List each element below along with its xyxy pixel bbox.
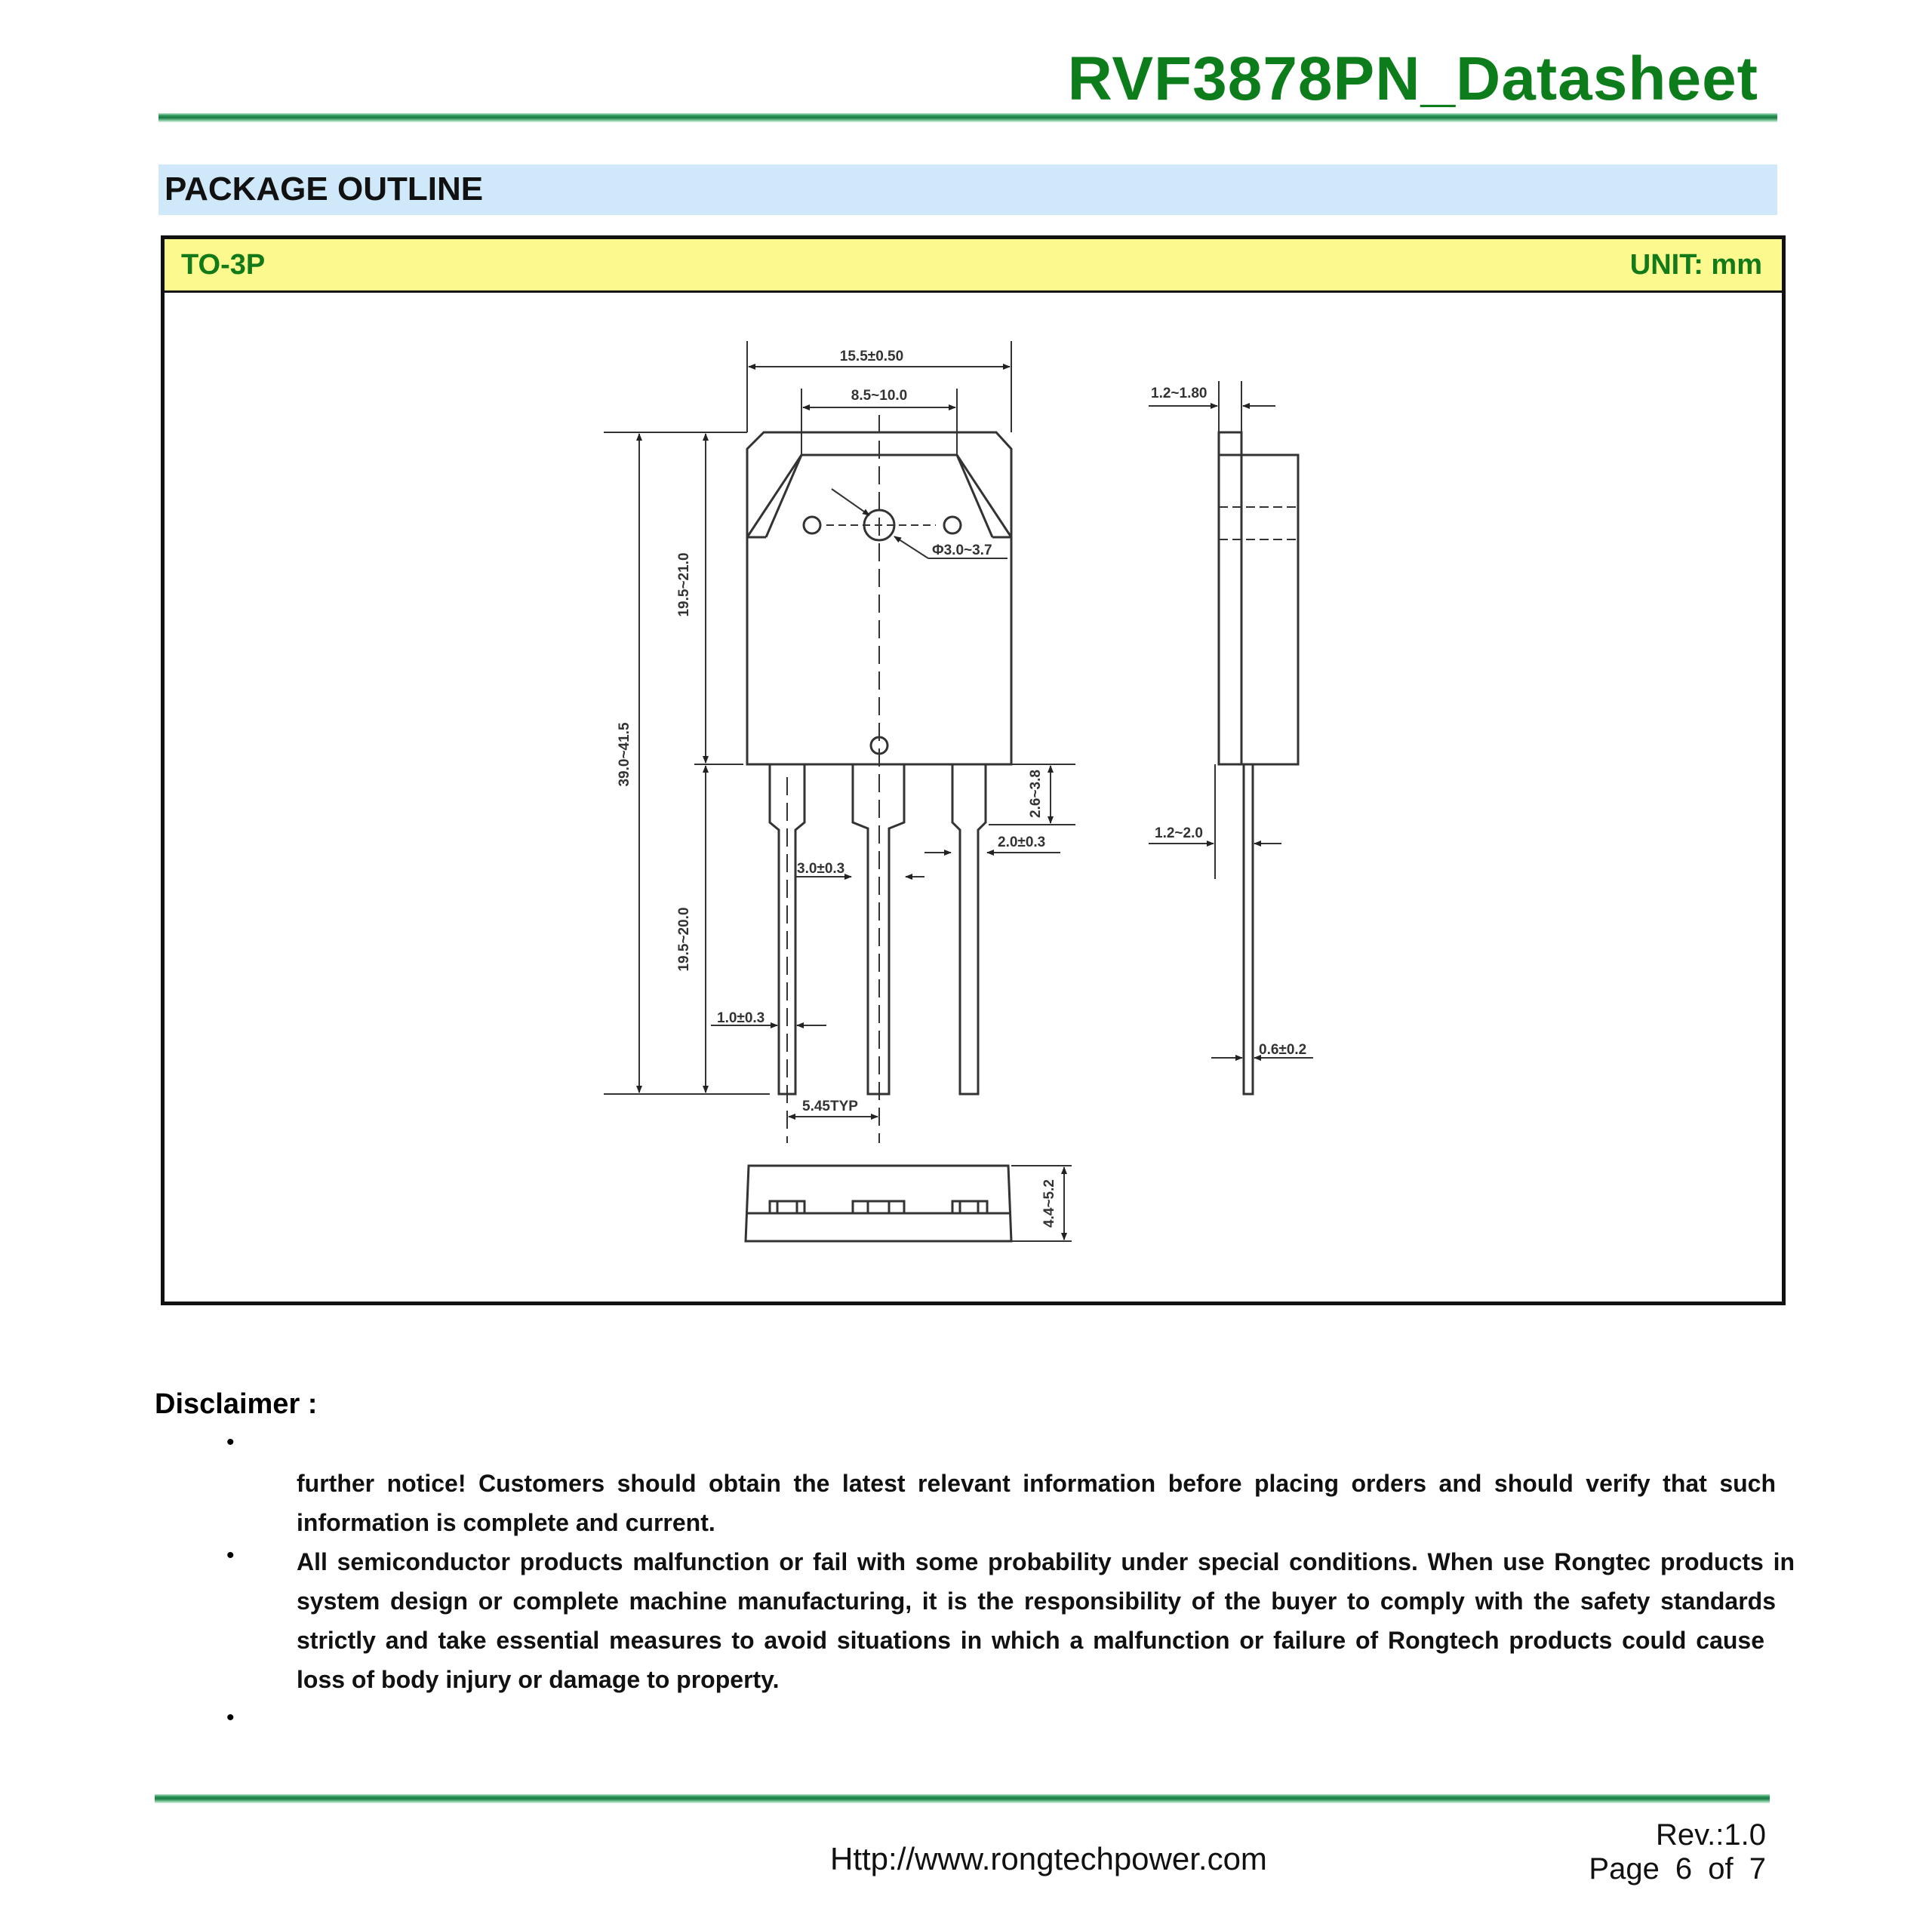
disclaimer-line: information is complete and current. xyxy=(297,1509,715,1536)
disclaimer-item-2: All semiconductor products malfunction o… xyxy=(297,1542,1795,1699)
dim-tab-width: 8.5~10.0 xyxy=(851,388,908,404)
lead-right xyxy=(951,764,987,1096)
disclaimer-bullet: • xyxy=(226,1705,235,1730)
dim-lead-wide-width: 3.0±0.3 xyxy=(797,861,844,877)
package-name: TO-3P xyxy=(181,249,266,281)
disclaimer-bullet: • xyxy=(226,1430,235,1455)
document-title: RVF3878PN_Datasheet xyxy=(1067,45,1758,113)
bottom-view xyxy=(744,1164,1013,1243)
disclaimer-line: system design or complete machine manufa… xyxy=(297,1587,1776,1615)
disclaimer-line: further notice! Customers should obtain … xyxy=(297,1470,1776,1497)
package-outline-box xyxy=(161,235,1786,1305)
dim-body-height: 19.5~21.0 xyxy=(676,552,692,616)
disclaimer-bullet: • xyxy=(226,1543,235,1568)
dim-lead-width: 1.0±0.3 xyxy=(717,1010,764,1026)
disclaimer-line: loss of body injury or damage to propert… xyxy=(297,1666,780,1693)
package-drawing-svg: 15.5±0.50 8.5~10.0 Φ3.0~3.7 39.0~41.5 19… xyxy=(604,341,1313,1243)
dim-lead-mid-width: 2.0±0.3 xyxy=(998,834,1045,850)
side-view-lead xyxy=(1242,763,1254,1096)
header-divider xyxy=(158,113,1777,122)
package-drawing: 15.5±0.50 8.5~10.0 Φ3.0~3.7 39.0~41.5 19… xyxy=(165,293,1782,1296)
footer-revision: Rev.:1.0 xyxy=(1656,1818,1766,1852)
footer-page-number: Page 6 of 7 xyxy=(1589,1852,1766,1886)
footer-divider xyxy=(155,1794,1770,1803)
disclaimer-line: strictly and take essential measures to … xyxy=(297,1627,1764,1654)
disclaimer-line: All semiconductor products malfunction o… xyxy=(297,1548,1795,1575)
dim-overall-width: 15.5±0.50 xyxy=(840,349,903,364)
side-view-tab xyxy=(1217,431,1243,456)
disclaimer-item-1: further notice! Customers should obtain … xyxy=(297,1464,1776,1542)
package-unit: UNIT: mm xyxy=(1629,249,1762,281)
dim-lead-shoulder: 2.6~3.8 xyxy=(1028,770,1044,818)
dim-total-height: 39.0~41.5 xyxy=(617,722,632,786)
dim-lead-length: 19.5~20.0 xyxy=(676,907,692,971)
dim-lead-thickness: 0.6±0.2 xyxy=(1259,1042,1306,1058)
side-view-body xyxy=(1217,453,1300,766)
dim-package-thickness: 4.4~5.2 xyxy=(1041,1179,1057,1228)
disclaimer-title: Disclaimer : xyxy=(155,1388,318,1420)
dim-pitch: 5.45TYP xyxy=(802,1099,858,1114)
section-title: PACKAGE OUTLINE xyxy=(165,171,484,207)
lead-center xyxy=(851,764,906,1096)
dim-hole-diameter: Φ3.0~3.7 xyxy=(932,542,992,558)
footer-url[interactable]: Http://www.rongtechpower.com xyxy=(830,1841,1267,1876)
dim-body-step: 1.2~2.0 xyxy=(1155,825,1203,841)
section-header-bar xyxy=(158,164,1777,215)
dim-tab-thickness: 1.2~1.80 xyxy=(1151,386,1208,401)
package-header-bar xyxy=(165,239,1782,293)
